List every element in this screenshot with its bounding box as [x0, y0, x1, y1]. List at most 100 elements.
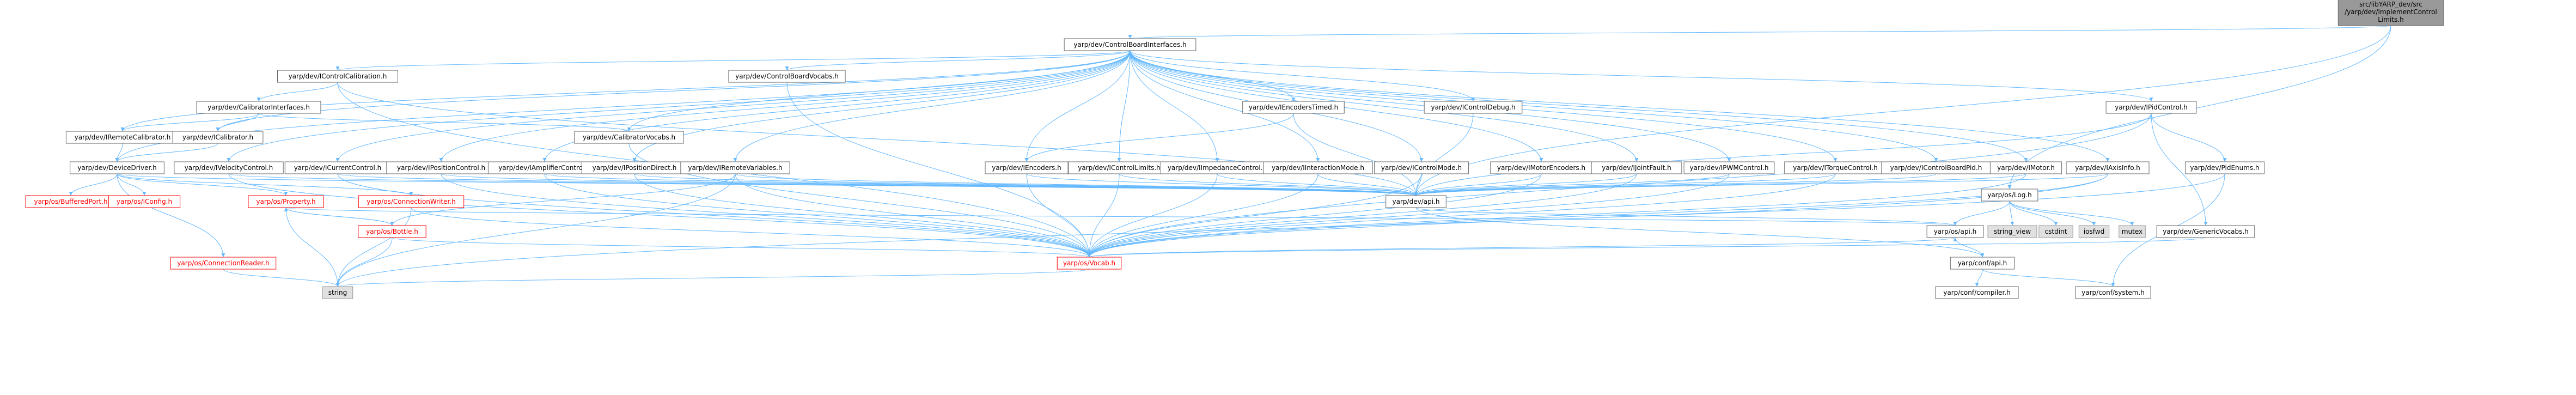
node-ime[interactable]: yarp/dev/IMotorEncoders.h — [1490, 161, 1592, 174]
node-box — [985, 161, 1069, 174]
node-label: yarp/conf/system.h — [2081, 289, 2145, 296]
edge-irv-to-string — [335, 173, 736, 287]
node-label: yarp/dev/ITorqueControl.h — [1793, 164, 1878, 172]
node-ipc[interactable]: yarp/dev/IPositionControl.h — [386, 161, 496, 174]
node-icm[interactable]: yarp/dev/IControlMode.h — [1374, 161, 1469, 174]
node-imotor[interactable]: yarp/dev/IMotor.h — [1989, 161, 2062, 174]
node-log[interactable]: yarp/os/Log.h — [1981, 189, 2038, 202]
node-icbpid[interactable]: yarp/dev/IControlBoardPid.h — [1881, 161, 1991, 174]
node-iim[interactable]: yarp/dev/IInteractionMode.h — [1263, 161, 1373, 174]
node-pidenums[interactable]: yarp/dev/PidEnums.h — [2184, 161, 2265, 174]
node-label: yarp/dev/IVelocityControl.h — [185, 164, 273, 172]
node-idd[interactable]: yarp/dev/DeviceDriver.h — [70, 161, 164, 174]
edge-cbi-to-icdbg — [1130, 50, 1475, 102]
node-label: yarp/os/api.h — [1934, 228, 1976, 235]
edge-bottle-to-prop — [284, 207, 393, 226]
node-label: yarp/os/Vocab.h — [1063, 259, 1115, 267]
edge-cbi-to-icl — [1117, 50, 1131, 162]
node-connw[interactable]: yarp/os/ConnectionWriter.h — [358, 195, 465, 208]
node-ircal[interactable]: yarp/dev/IRemoteCalibrator.h — [65, 131, 180, 144]
node-osapi[interactable]: yarp/os/api.h — [1926, 225, 1984, 238]
node-label: yarp/dev/IEncodersTimed.h — [1249, 104, 1338, 111]
node-iai[interactable]: yarp/dev/IAxisInfo.h — [2066, 161, 2150, 174]
node-cbi[interactable]: yarp/dev/ControlBoardInterfaces.h — [1064, 38, 1197, 51]
edge-ipidc-to-devapi — [1414, 113, 2152, 196]
edge-cbi-to-cal — [216, 50, 1131, 132]
node-label: yarp/dev/IPidControl.h — [2115, 104, 2187, 111]
node-ipwm[interactable]: yarp/dev/IPWMControl.h — [1683, 161, 1775, 174]
node-confapi[interactable]: yarp/conf/api.h — [1950, 257, 2015, 270]
edge-connw-to-vocab — [411, 207, 1091, 258]
node-box — [2078, 225, 2110, 238]
edge-ipwm-to-devapi — [1414, 173, 1730, 196]
edge-cbi-to-icurc — [335, 50, 1131, 162]
node-sv: string_view — [1987, 225, 2037, 238]
node-box — [358, 195, 465, 208]
node-label: cstdint — [2045, 228, 2067, 235]
node-ienct[interactable]: yarp/dev/IEncodersTimed.h — [1242, 101, 1345, 114]
node-box — [358, 225, 426, 238]
node-label: yarp/os/ConnectionReader.h — [177, 259, 269, 267]
edge-ipidc-to-gv — [2151, 113, 2208, 226]
node-label: yarp/dev/ICurrentControl.h — [294, 164, 382, 172]
node-bufport[interactable]: yarp/os/BufferedPort.h — [25, 195, 117, 208]
node-itc[interactable]: yarp/dev/ITorqueControl.h — [1784, 161, 1887, 174]
edge-root-to-log — [2007, 25, 2391, 190]
node-cal[interactable]: yarp/dev/ICalibrator.h — [172, 131, 264, 144]
edge-devapi-to-confapi — [1415, 207, 1985, 258]
node-iic[interactable]: yarp/dev/IImpedanceControl.h — [1160, 161, 1274, 174]
node-label: yarp/dev/CalibratorInterfaces.h — [207, 104, 310, 111]
node-ci[interactable]: yarp/dev/CalibratorInterfaces.h — [196, 101, 321, 114]
edge-ivc-to-devapi — [228, 173, 1418, 196]
node-confcomp[interactable]: yarp/conf/compiler.h — [1935, 286, 2019, 299]
node-confsys[interactable]: yarp/conf/system.h — [2075, 286, 2151, 299]
node-irv[interactable]: yarp/dev/IRemoteVariables.h — [680, 161, 790, 174]
node-label: yarp/conf/api.h — [1958, 259, 2007, 267]
node-box — [1981, 189, 2038, 202]
edge-cbi-to-iic — [1130, 50, 1219, 162]
node-label: string — [328, 289, 347, 296]
node-icdbg[interactable]: yarp/dev/IControlDebug.h — [1424, 101, 1523, 114]
node-ipd[interactable]: yarp/dev/IPositionDirect.h — [581, 161, 688, 174]
node-icc[interactable]: yarp/dev/IControlCalibration.h — [277, 70, 398, 83]
node-box — [2038, 225, 2073, 238]
node-vocab[interactable]: yarp/os/Vocab.h — [1057, 257, 1122, 270]
node-label: yarp/os/IConfig.h — [117, 198, 172, 205]
edges-layer — [69, 25, 2391, 287]
node-bottle[interactable]: yarp/os/Bottle.h — [358, 225, 426, 238]
node-devapi[interactable]: yarp/dev/api.h — [1385, 195, 1446, 208]
node-prop[interactable]: yarp/os/Property.h — [248, 195, 324, 208]
edge-cbi-to-ircal — [120, 50, 1131, 132]
edge-idd-to-prop — [117, 173, 288, 196]
node-box — [1374, 161, 1469, 174]
node-root[interactable]: src/libYARP_dev/src/yarp/dev/ImplementCo… — [2337, 0, 2444, 26]
edge-root-to-devapi — [1414, 25, 2391, 196]
edge-ci-to-cal — [216, 113, 259, 132]
node-ijf[interactable]: yarp/dev/IJointFault.h — [1591, 161, 1682, 174]
node-gv[interactable]: yarp/dev/GenericVocabs.h — [2156, 225, 2255, 238]
node-ivc[interactable]: yarp/dev/IVelocityControl.h — [174, 161, 284, 174]
edge-cbi-to-icc — [336, 50, 1131, 71]
node-label: yarp/dev/api.h — [1393, 198, 1440, 205]
nodes-layer: src/libYARP_dev/src/yarp/dev/ImplementCo… — [25, 0, 2444, 299]
edge-ipd-to-vocab — [634, 173, 1091, 258]
node-box — [2156, 225, 2255, 238]
node-icl[interactable]: yarp/dev/IControlLimits.h — [1068, 161, 1170, 174]
node-cbv[interactable]: yarp/dev/ControlBoardVocabs.h — [728, 70, 846, 83]
node-mutex: mutex — [2119, 225, 2146, 238]
edge-bottle-to-vocab — [392, 237, 1091, 258]
edge-cbi-to-cbv — [785, 50, 1131, 71]
node-calv[interactable]: yarp/dev/CalibratorVocabs.h — [574, 131, 684, 144]
edge-iic-to-vocab — [1087, 173, 1218, 258]
node-iconfig[interactable]: yarp/os/IConfig.h — [108, 195, 181, 208]
node-box — [2184, 161, 2265, 174]
node-ienc[interactable]: yarp/dev/IEncoders.h — [985, 161, 1069, 174]
edge-prop-to-string — [285, 207, 340, 287]
node-ipidc[interactable]: yarp/dev/IPidControl.h — [2105, 101, 2197, 114]
node-connr[interactable]: yarp/os/ConnectionReader.h — [170, 257, 277, 270]
node-label: yarp/dev/IControlDebug.h — [1431, 104, 1516, 111]
node-box — [1926, 225, 1984, 238]
node-box — [108, 195, 181, 208]
node-label: mutex — [2122, 228, 2142, 235]
node-icurc[interactable]: yarp/dev/ICurrentControl.h — [284, 161, 391, 174]
